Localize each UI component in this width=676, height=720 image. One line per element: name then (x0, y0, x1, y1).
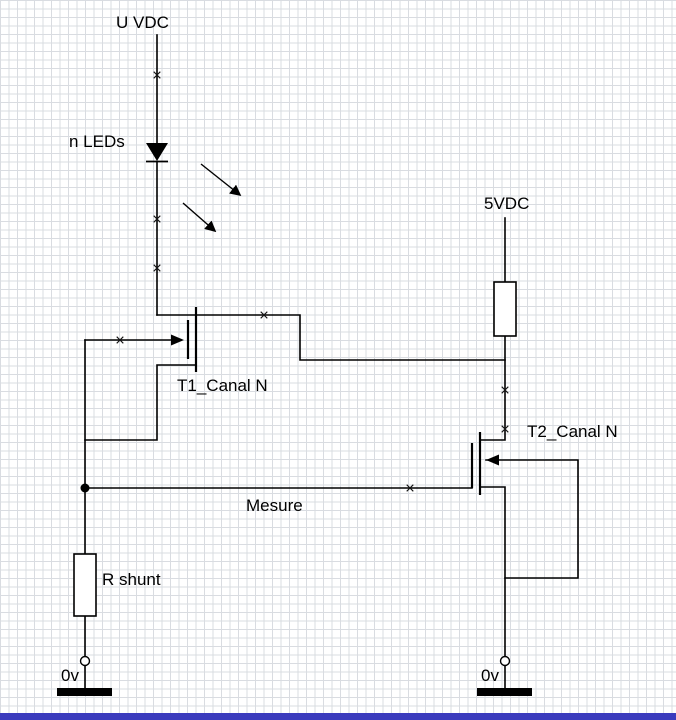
window-edge-bar (0, 713, 676, 720)
label-r-shunt: R shunt (102, 570, 161, 589)
junction-markers (116, 71, 509, 492)
ground-left-symbol (57, 688, 112, 696)
label-u-vdc: U VDC (116, 13, 169, 32)
pullup-resistor-symbol (493, 281, 517, 337)
t1-gate-node-wire (156, 314, 506, 361)
label-0v-right: 0v (481, 666, 499, 685)
mosfet-t1-symbol (171, 307, 198, 372)
t2-nchannel-arrow-icon (486, 454, 499, 466)
junction-dot (80, 483, 90, 493)
led-symbol (146, 143, 168, 163)
label-t1-canal-n: T1_Canal N (177, 376, 268, 395)
mosfet-t2-symbol (470, 432, 499, 495)
ground-right-symbol (477, 688, 532, 696)
right-terminal-circle (499, 655, 511, 667)
shunt-resistor-symbol (73, 553, 97, 617)
left-terminal-circle (79, 655, 91, 667)
light-arrow-icon (200, 163, 242, 197)
label-0v-left: 0v (61, 666, 79, 685)
label-5vdc: 5VDC (484, 194, 530, 213)
label-n-leds: n LEDs (69, 132, 125, 151)
led-triangle (146, 143, 168, 161)
t1-nchannel-arrow-icon (171, 334, 184, 346)
t1-source-wire (84, 364, 197, 441)
label-t2-canal-n: T2_Canal N (527, 422, 618, 441)
t2-bulk-loop-wire (485, 459, 579, 579)
light-arrow-icon (182, 202, 217, 233)
t2-source-wire (479, 486, 506, 657)
light-emission-arrows (182, 163, 242, 233)
label-mesure: Mesure (246, 496, 303, 515)
pullup-to-t2-drain-wire (479, 335, 506, 441)
